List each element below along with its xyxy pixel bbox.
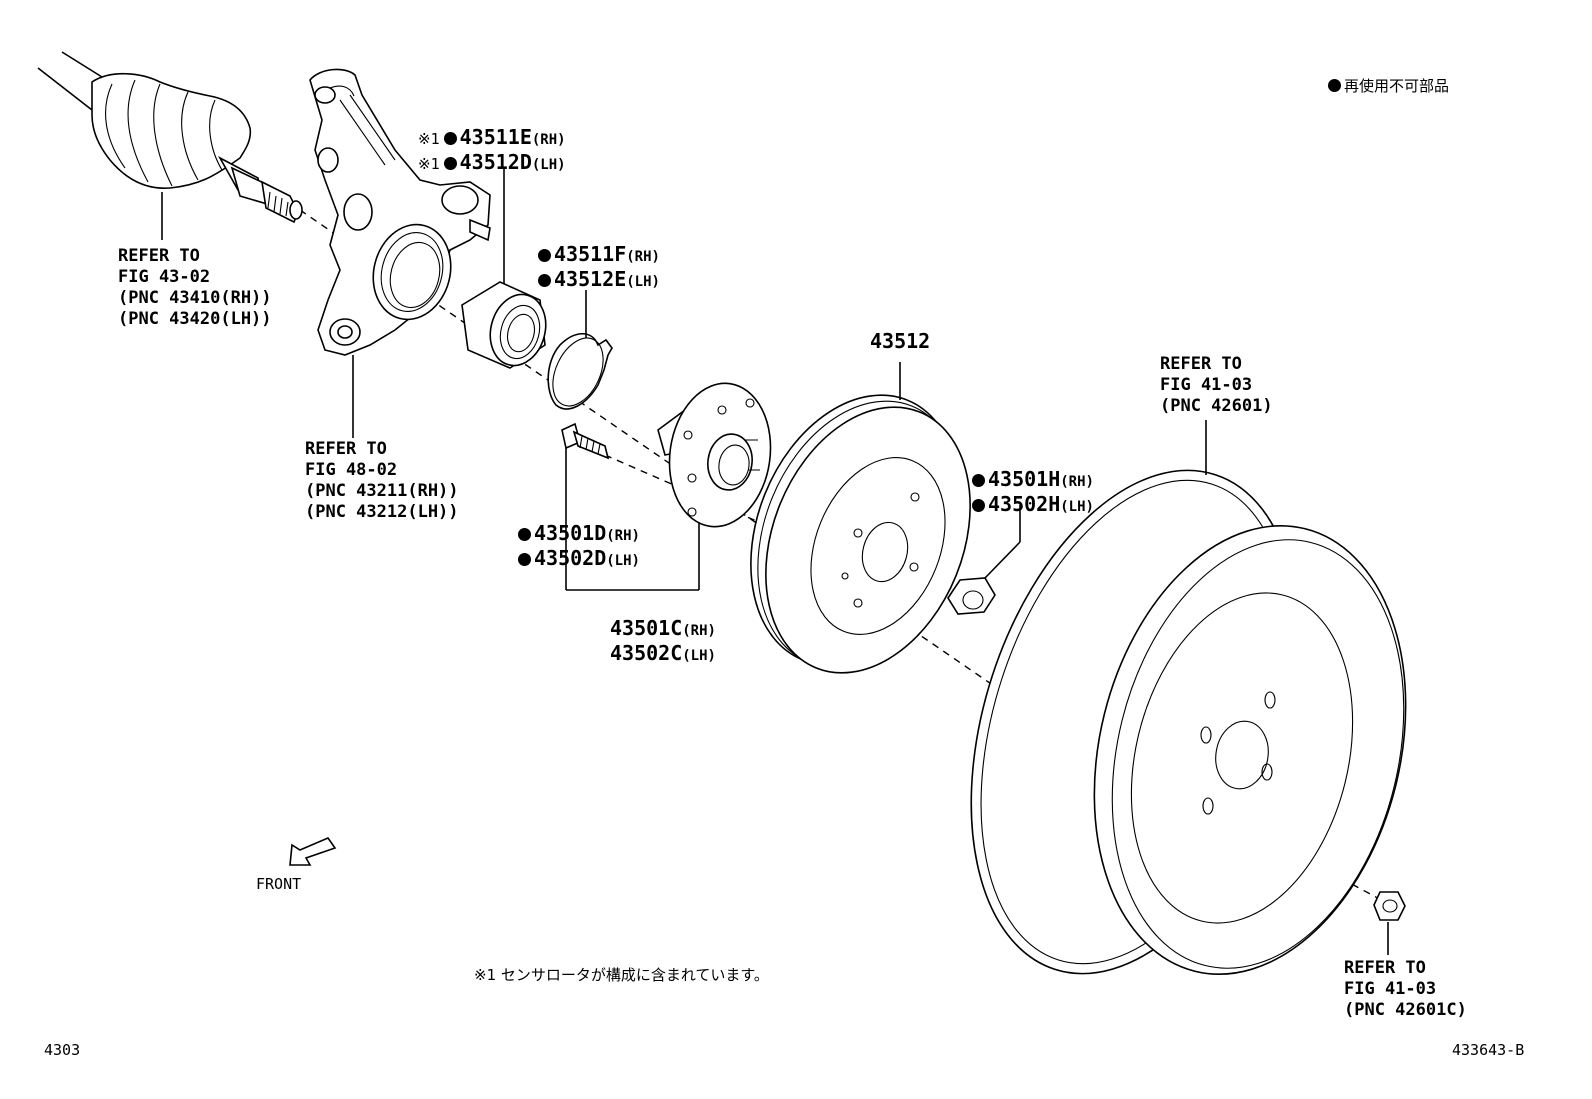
part-label-hub-nut[interactable]: 43501H(RH) 43502H(LH) bbox=[972, 468, 1094, 518]
non-reusable-dot-icon bbox=[443, 132, 457, 145]
ref-knuckle[interactable]: REFER TO FIG 48-02 (PNC 43211(RH)) (PNC … bbox=[305, 439, 459, 522]
drawing-id: 433643-B bbox=[1452, 1041, 1525, 1059]
part-label-disc[interactable]: 43512 bbox=[870, 329, 931, 353]
ref-wheel-nut[interactable]: REFER TO FIG 41-03 (PNC 42601C) bbox=[1344, 958, 1467, 1020]
non-reusable-dot-icon bbox=[443, 157, 457, 170]
hub-nut bbox=[947, 505, 1021, 615]
part-label-hub-bolt[interactable]: 43501D(RH) 43502D(LH) bbox=[518, 522, 640, 572]
non-reusable-dot-icon bbox=[972, 499, 985, 512]
non-reusable-dot-icon bbox=[518, 528, 531, 541]
brake-disc-rotor bbox=[750, 362, 971, 674]
non-reusable-dot-icon bbox=[538, 274, 551, 287]
part-label-hub[interactable]: 43501C(RH) 43502C(LH) bbox=[610, 616, 716, 665]
non-reusable-dot-icon bbox=[972, 474, 985, 487]
wheel-bearing bbox=[461, 168, 547, 369]
drive-shaft bbox=[37, 51, 303, 240]
non-reusable-dot-icon bbox=[538, 249, 551, 262]
front-label: FRONT bbox=[256, 875, 302, 893]
part-label-snap-ring[interactable]: 43511F(RH) 43512E(LH) bbox=[538, 243, 660, 293]
axle-hub bbox=[566, 382, 772, 591]
wheel-nut bbox=[1373, 891, 1406, 955]
front-arrow-icon bbox=[289, 837, 337, 866]
figure-number: 4303 bbox=[44, 1041, 81, 1059]
snap-ring bbox=[547, 290, 613, 410]
hub-bolt bbox=[561, 422, 610, 590]
legend-non-reusable: 再使用不可部品 bbox=[1328, 76, 1449, 97]
ref-wheel[interactable]: REFER TO FIG 41-03 (PNC 42601) bbox=[1160, 354, 1273, 416]
footnote-sensor-rotor: ※1 センサロータが構成に含まれています。 bbox=[474, 966, 769, 984]
road-wheel bbox=[970, 420, 1407, 975]
non-reusable-dot-icon bbox=[1328, 79, 1341, 92]
non-reusable-dot-icon bbox=[518, 553, 531, 566]
steering-knuckle bbox=[309, 68, 491, 438]
ref-driveshaft[interactable]: REFER TO FIG 43-02 (PNC 43410(RH)) (PNC … bbox=[118, 246, 272, 329]
